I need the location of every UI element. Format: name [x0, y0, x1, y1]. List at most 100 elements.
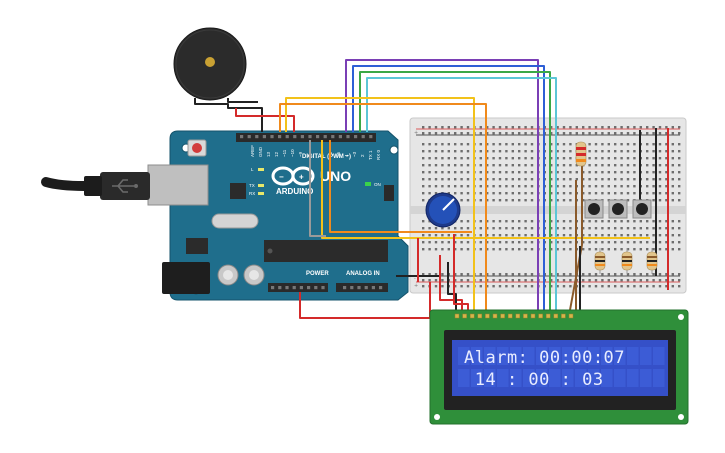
header-pin: [293, 135, 297, 139]
breadboard-hole: [428, 164, 431, 167]
breadboard-hole: [594, 132, 598, 135]
breadboard-hole: [530, 285, 534, 288]
header-pin: [278, 286, 282, 290]
breadboard-hole: [620, 192, 623, 195]
breadboard-hole: [466, 143, 470, 146]
arduino-uno-board: − + ARDUINO UNO DIGITAL (PWM ~) POWER AN…: [147, 130, 409, 301]
breadboard-hole: [658, 150, 662, 153]
breadboard-hole: [671, 143, 674, 146]
breadboard-hole: [562, 227, 566, 230]
breadboard-hole: [652, 157, 655, 160]
breadboard-hole: [511, 273, 514, 276]
tx-led: [258, 184, 264, 187]
breadboard-hole: [518, 150, 521, 153]
breadboard-hole: [422, 220, 425, 223]
breadboard-hole: [601, 126, 604, 129]
pin-aref-label: AREF: [250, 145, 255, 157]
lcd-cell: [653, 347, 665, 365]
breadboard-hole: [479, 185, 482, 188]
breadboard-hole: [646, 185, 649, 188]
breadboard-hole: [678, 164, 681, 167]
header-pin: [278, 135, 282, 139]
breadboard-hole: [479, 164, 482, 167]
breadboard-hole: [639, 234, 642, 237]
breadboard-hole: [607, 192, 610, 195]
breadboard-hole: [486, 199, 489, 202]
breadboard-hole: [434, 171, 438, 174]
breadboard-hole: [454, 273, 457, 276]
breadboard-hole: [434, 192, 438, 195]
breadboard-hole: [505, 192, 508, 195]
breadboard-hole: [498, 234, 502, 237]
breadboard-hole: [434, 164, 438, 167]
breadboard-hole: [665, 220, 668, 223]
breadboard-hole: [620, 171, 623, 174]
wire-green: [359, 71, 551, 318]
breadboard-hole: [492, 273, 495, 276]
breadboard-hole: [447, 178, 450, 181]
resistor-3: [646, 248, 658, 274]
breadboard-hole: [652, 132, 655, 135]
breadboard-hole: [601, 143, 604, 146]
push-button-3[interactable]: [632, 199, 652, 219]
breadboard-hole: [658, 164, 662, 167]
breadboard-hole: [646, 285, 649, 288]
breadboard-hole: [594, 241, 598, 244]
lcd-cell: [614, 347, 626, 365]
breadboard-hole: [607, 143, 610, 146]
breadboard-hole: [556, 279, 559, 282]
breadboard-hole: [569, 279, 572, 282]
breadboard-hole: [620, 285, 623, 288]
breadboard-hole: [569, 241, 572, 244]
lcd-pin: [568, 313, 574, 319]
breadboard-hole: [530, 279, 534, 282]
breadboard-hole: [428, 279, 431, 282]
breadboard-hole: [582, 192, 585, 195]
breadboard-hole: [569, 192, 572, 195]
breadboard-hole: [441, 285, 444, 288]
breadboard-hole: [626, 192, 630, 195]
breadboard-hole: [498, 164, 502, 167]
breadboard-hole: [492, 285, 495, 288]
breadboard-hole: [671, 273, 674, 276]
breadboard-hole: [601, 273, 604, 276]
breadboard-hole: [665, 279, 668, 282]
breadboard-hole: [614, 192, 617, 195]
breadboard-hole: [466, 150, 470, 153]
breadboard-hole: [652, 185, 655, 188]
breadboard-hole: [562, 273, 566, 276]
breadboard-hole: [671, 171, 674, 174]
breadboard-hole: [530, 143, 534, 146]
breadboard-hole: [518, 234, 521, 237]
breadboard-hole: [524, 164, 527, 167]
breadboard-hole: [460, 279, 463, 282]
breadboard-hole: [569, 220, 572, 223]
breadboard-hole: [492, 248, 495, 251]
lcd-cell: [549, 369, 561, 387]
on-led: [365, 182, 371, 186]
lcd-line-2: 14 : 00 : 03: [464, 370, 604, 390]
breadboard-hole: [447, 150, 450, 153]
breadboard-hole: [678, 285, 681, 288]
breadboard-hole: [492, 126, 495, 129]
breadboard-hole: [530, 192, 534, 195]
breadboard-hole: [498, 157, 502, 160]
usb-cable: [41, 172, 150, 200]
breadboard-hole: [434, 150, 438, 153]
push-button-1[interactable]: [584, 199, 604, 219]
lcd-pin: [454, 313, 460, 319]
breadboard-hole: [614, 132, 617, 135]
breadboard-hole: [607, 132, 610, 135]
lcd-cell: [484, 369, 496, 387]
breadboard-hole: [665, 227, 668, 230]
svg-text:+: +: [414, 130, 418, 136]
breadboard-hole: [550, 164, 553, 167]
breadboard-hole: [562, 285, 566, 288]
breadboard-hole: [626, 171, 630, 174]
potentiometer[interactable]: [425, 192, 461, 228]
breadboard-hole: [434, 157, 438, 160]
breadboard-hole: [524, 171, 527, 174]
breadboard-hole: [479, 199, 482, 202]
push-button-2[interactable]: [608, 199, 628, 219]
breadboard-hole: [486, 164, 489, 167]
